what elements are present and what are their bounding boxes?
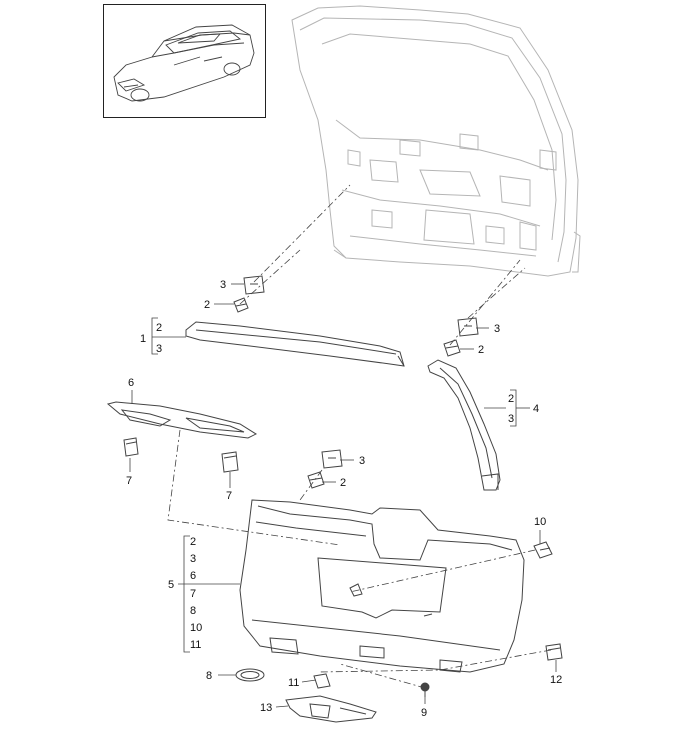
callout-5-ref-2: 3 [190, 553, 196, 565]
clip-2-middle [307, 471, 325, 489]
callout-2-right: 2 [478, 344, 484, 356]
callout-1-ref-b: 3 [156, 343, 162, 355]
callout-1: 1 [140, 333, 146, 345]
leader-lines [167, 184, 552, 689]
callout-9: 9 [421, 707, 427, 719]
callout-3-middle: 3 [359, 455, 365, 467]
callout-6: 6 [128, 377, 134, 389]
clip-10 [533, 541, 553, 559]
callout-5-ref-4: 7 [190, 588, 196, 600]
clip-2-upper-left [233, 297, 249, 313]
vehicle-icon [113, 24, 255, 102]
cover-13 [285, 695, 377, 723]
callout-5-ref-7: 11 [190, 639, 201, 651]
pad-3-upper-left [243, 275, 265, 295]
callout-11: 11 [288, 677, 299, 689]
callout-5-ref-3: 6 [190, 570, 196, 582]
side-trim [427, 359, 501, 491]
callout-12: 12 [550, 674, 562, 686]
callout-1-ref-a: 2 [156, 322, 162, 334]
callout-10: 10 [534, 516, 546, 528]
pad-3-middle [321, 449, 343, 469]
lower-trim-panel [239, 499, 525, 673]
callout-4-ref-a: 2 [508, 393, 514, 405]
clip-11 [313, 673, 331, 689]
callout-3-upper-left: 3 [220, 279, 226, 291]
callout-4-ref-b: 3 [508, 413, 514, 425]
callout-3-right: 3 [494, 323, 500, 335]
clip-7-right [221, 451, 239, 473]
callout-5: 5 [168, 579, 174, 591]
callout-5-ref-6: 10 [190, 622, 202, 634]
vehicle-thumbnail-frame [103, 4, 266, 118]
callout-5-ref-1: 2 [190, 536, 196, 548]
callout-13: 13 [260, 702, 272, 714]
callout-2-middle: 2 [340, 477, 346, 489]
callout-4: 4 [533, 403, 539, 415]
callout-lines [129, 283, 557, 708]
upper-trim-strip [185, 321, 405, 367]
screw-9 [420, 682, 430, 697]
clip-2-right [443, 339, 461, 357]
clip-12 [545, 643, 563, 661]
clip-7-left [123, 437, 139, 457]
callout-7-right: 7 [226, 490, 232, 502]
grab-handle-panel [106, 401, 258, 439]
pad-3-right [457, 317, 479, 337]
callout-7-left: 7 [126, 475, 132, 487]
callout-2-upper-left: 2 [204, 299, 210, 311]
callout-8: 8 [206, 670, 212, 682]
callout-labels: 1 2 3 3 2 3 2 4 2 3 6 7 7 3 2 5 2 3 6 7 … [126, 279, 562, 719]
callout-5-ref-5: 8 [190, 605, 196, 617]
insert-8 [235, 668, 265, 682]
tailgate-body [291, 5, 581, 277]
